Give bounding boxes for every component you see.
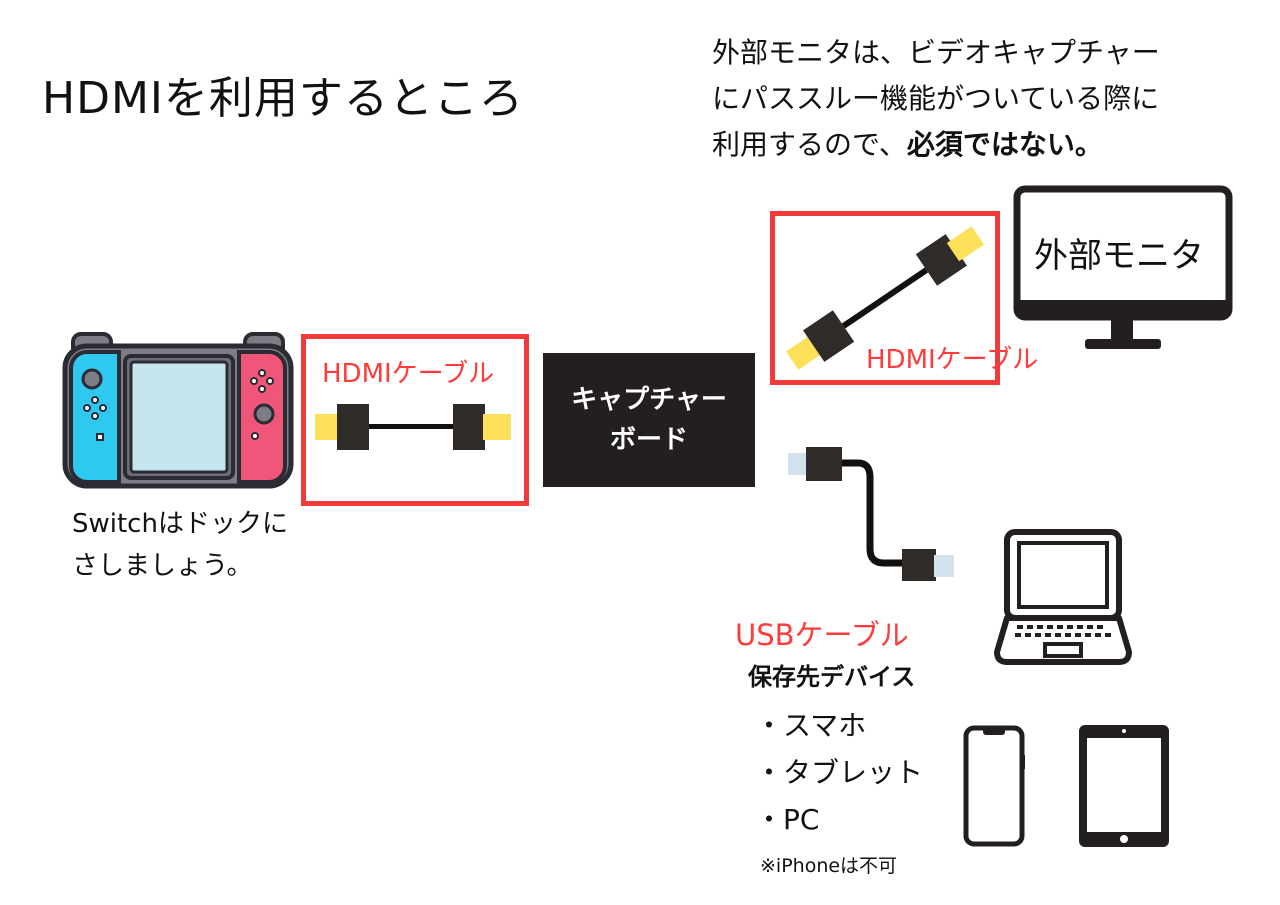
external-monitor-label: 外部モニタ	[1034, 236, 1204, 276]
capture-board-line-2: ボード	[609, 425, 688, 455]
storage-device-item: ・PC	[755, 803, 820, 836]
storage-device-item: ・タブレット	[755, 756, 924, 789]
switch-text-line-2: さしましょう。	[72, 551, 253, 581]
switch-text-line-1: Switchはドックに	[72, 509, 288, 539]
hdmi-cable-left-label: HDMIケーブル	[322, 359, 495, 389]
tablet-icon	[1079, 725, 1169, 847]
usb-cable-label: USBケーブル	[735, 618, 909, 652]
capture-board: キャプチャー ボード	[543, 353, 755, 487]
storage-device-list: ・スマホ ・タブレット ・PC	[755, 702, 923, 843]
capture-board-line-1: キャプチャー	[571, 385, 727, 415]
note-line-1: 外部モニタは、ビデオキャプチャー	[712, 36, 1160, 69]
hdmi-cable-right-icon	[785, 226, 985, 370]
page-title: HDMIを利用するところ	[42, 73, 524, 124]
smartphone-icon	[963, 725, 1025, 847]
usb-cable-icon	[788, 447, 954, 581]
hdmi-cable-left-icon	[315, 404, 511, 450]
laptop-icon	[994, 529, 1132, 665]
storage-devices-title: 保存先デバイス	[748, 663, 916, 691]
switch-console-icon	[62, 332, 294, 489]
hdmi-cable-right-box	[770, 211, 1000, 385]
iphone-footnote: ※iPhoneは不可	[760, 855, 898, 877]
external-monitor-icon	[1013, 185, 1233, 349]
switch-dock-instruction: Switchはドックに さしましょう。	[72, 503, 288, 587]
note-line-3-bold: 必須ではない。	[906, 128, 1103, 161]
note-line-2: にパススルー機能がついている際に	[712, 82, 1160, 115]
hdmi-cable-left-box	[301, 334, 529, 506]
storage-device-item: ・スマホ	[755, 709, 867, 742]
hdmi-cable-right-label: HDMIケーブル	[866, 345, 1039, 375]
note-line-3-plain: 利用するので、	[712, 128, 907, 161]
passthrough-note: 外部モニタは、ビデオキャプチャー にパススルー機能がついている際に 利用するので…	[712, 30, 1252, 168]
note-line-3: 利用するので、必須ではない。	[712, 122, 1252, 168]
